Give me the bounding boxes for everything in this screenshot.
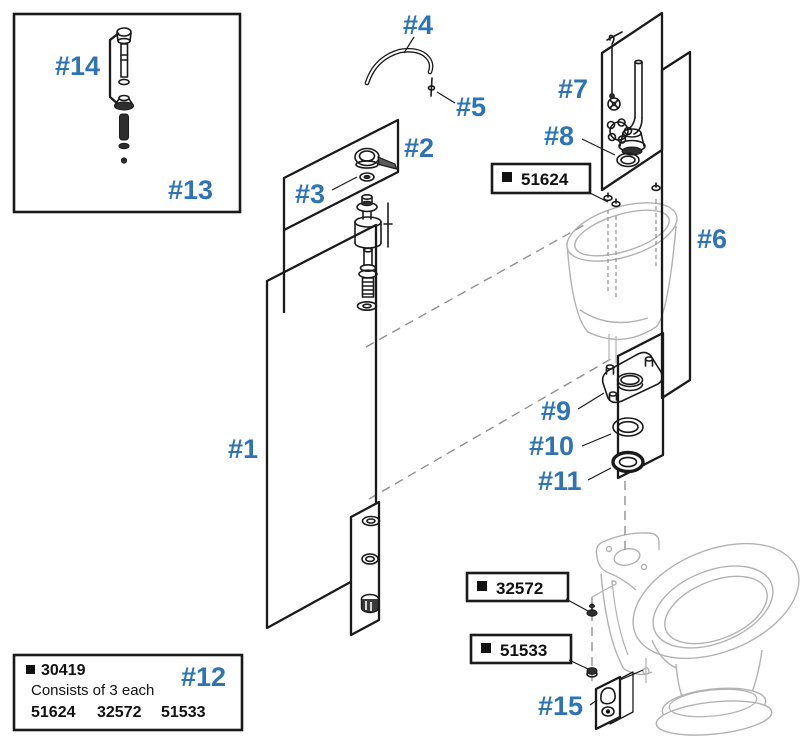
bracket-14 xyxy=(108,32,120,105)
leader-5 xyxy=(436,91,456,104)
kit-code: 30419 xyxy=(41,662,86,679)
square-bullet xyxy=(26,665,35,674)
bowl-drawing xyxy=(595,532,800,736)
tank-drawing xyxy=(566,202,678,341)
callout-10: #10 xyxy=(529,431,574,461)
leader-10 xyxy=(581,433,612,447)
kit-item-1: 51624 xyxy=(31,704,76,721)
dash-leader-shelf xyxy=(591,585,613,598)
kit-item-2: 32572 xyxy=(97,704,142,721)
panel-9-11 xyxy=(616,331,665,480)
part-box-51624: 51624 xyxy=(490,162,609,203)
leader-51533 xyxy=(568,659,589,670)
leader-15 xyxy=(589,699,598,706)
flush-valve-drawing xyxy=(606,34,646,156)
tank-bolts xyxy=(603,182,661,208)
dash-line-fillvalve-to-tank xyxy=(365,223,587,348)
gasket-8 xyxy=(616,152,640,168)
leader-4 xyxy=(403,36,415,54)
kit-description: Consists of 3 each xyxy=(31,682,154,699)
panel-6 xyxy=(660,50,692,400)
inset-box-13-14: #14 #13 xyxy=(12,12,242,214)
part-number-51624: 51624 xyxy=(521,170,569,189)
leader-11 xyxy=(587,467,612,481)
leader-3 xyxy=(331,176,358,191)
dash-line-panel-to-flange xyxy=(368,355,617,500)
callout-9: #9 xyxy=(541,396,571,426)
cap-kit-15 xyxy=(594,669,644,731)
clip-5 xyxy=(427,77,436,97)
part-number-51533: 51533 xyxy=(500,641,547,660)
panel-handle xyxy=(282,118,400,232)
callout-8: #8 xyxy=(544,121,574,151)
callout-13: #13 xyxy=(168,175,213,205)
leader-15-bolt xyxy=(619,669,644,681)
bowl-bolt xyxy=(586,603,598,617)
part-box-51533: 51533 xyxy=(469,633,589,670)
callout-4: #4 xyxy=(403,10,433,40)
fill-valve-drawing xyxy=(354,194,393,311)
callout-12: #12 xyxy=(181,662,226,692)
bowl-nut xyxy=(586,667,598,678)
callout-6: #6 xyxy=(697,224,727,254)
flange-9 xyxy=(601,351,664,404)
square-bullet xyxy=(502,172,512,182)
callout-5: #5 xyxy=(456,92,486,122)
ring-11 xyxy=(611,450,645,474)
callout-labels: #1 #2 #3 #4 #5 #6 #7 #8 #9 #10 #11 #15 xyxy=(228,10,727,721)
tank-bolt-kit-13 xyxy=(114,27,134,164)
leader-32572 xyxy=(565,598,589,612)
leader-9 xyxy=(577,392,605,410)
callout-2: #2 xyxy=(404,133,434,163)
flange-posts xyxy=(605,356,654,401)
part-number-32572: 32572 xyxy=(496,579,543,598)
kit-box: 30419 Consists of 3 each 51624 32572 515… xyxy=(12,653,244,732)
leader-51624 xyxy=(587,191,609,203)
callout-11: #11 xyxy=(538,466,582,496)
callout-3: #3 xyxy=(295,179,325,209)
callout-7: #7 xyxy=(558,74,588,104)
leader-8 xyxy=(581,138,616,156)
flush-handle-2 xyxy=(354,147,398,170)
part-box-32572: 32572 xyxy=(465,571,589,612)
callout-1: #1 xyxy=(228,434,258,464)
refill-tube-4 xyxy=(364,48,434,86)
washer-stack xyxy=(360,515,381,614)
ring-10 xyxy=(612,417,644,437)
kit-item-3: 51533 xyxy=(161,704,206,721)
square-bullet xyxy=(481,643,491,653)
callout-14: #14 xyxy=(55,51,100,81)
handle-nut-3 xyxy=(359,172,375,182)
callout-15: #15 xyxy=(538,691,583,721)
square-bullet xyxy=(477,581,487,591)
